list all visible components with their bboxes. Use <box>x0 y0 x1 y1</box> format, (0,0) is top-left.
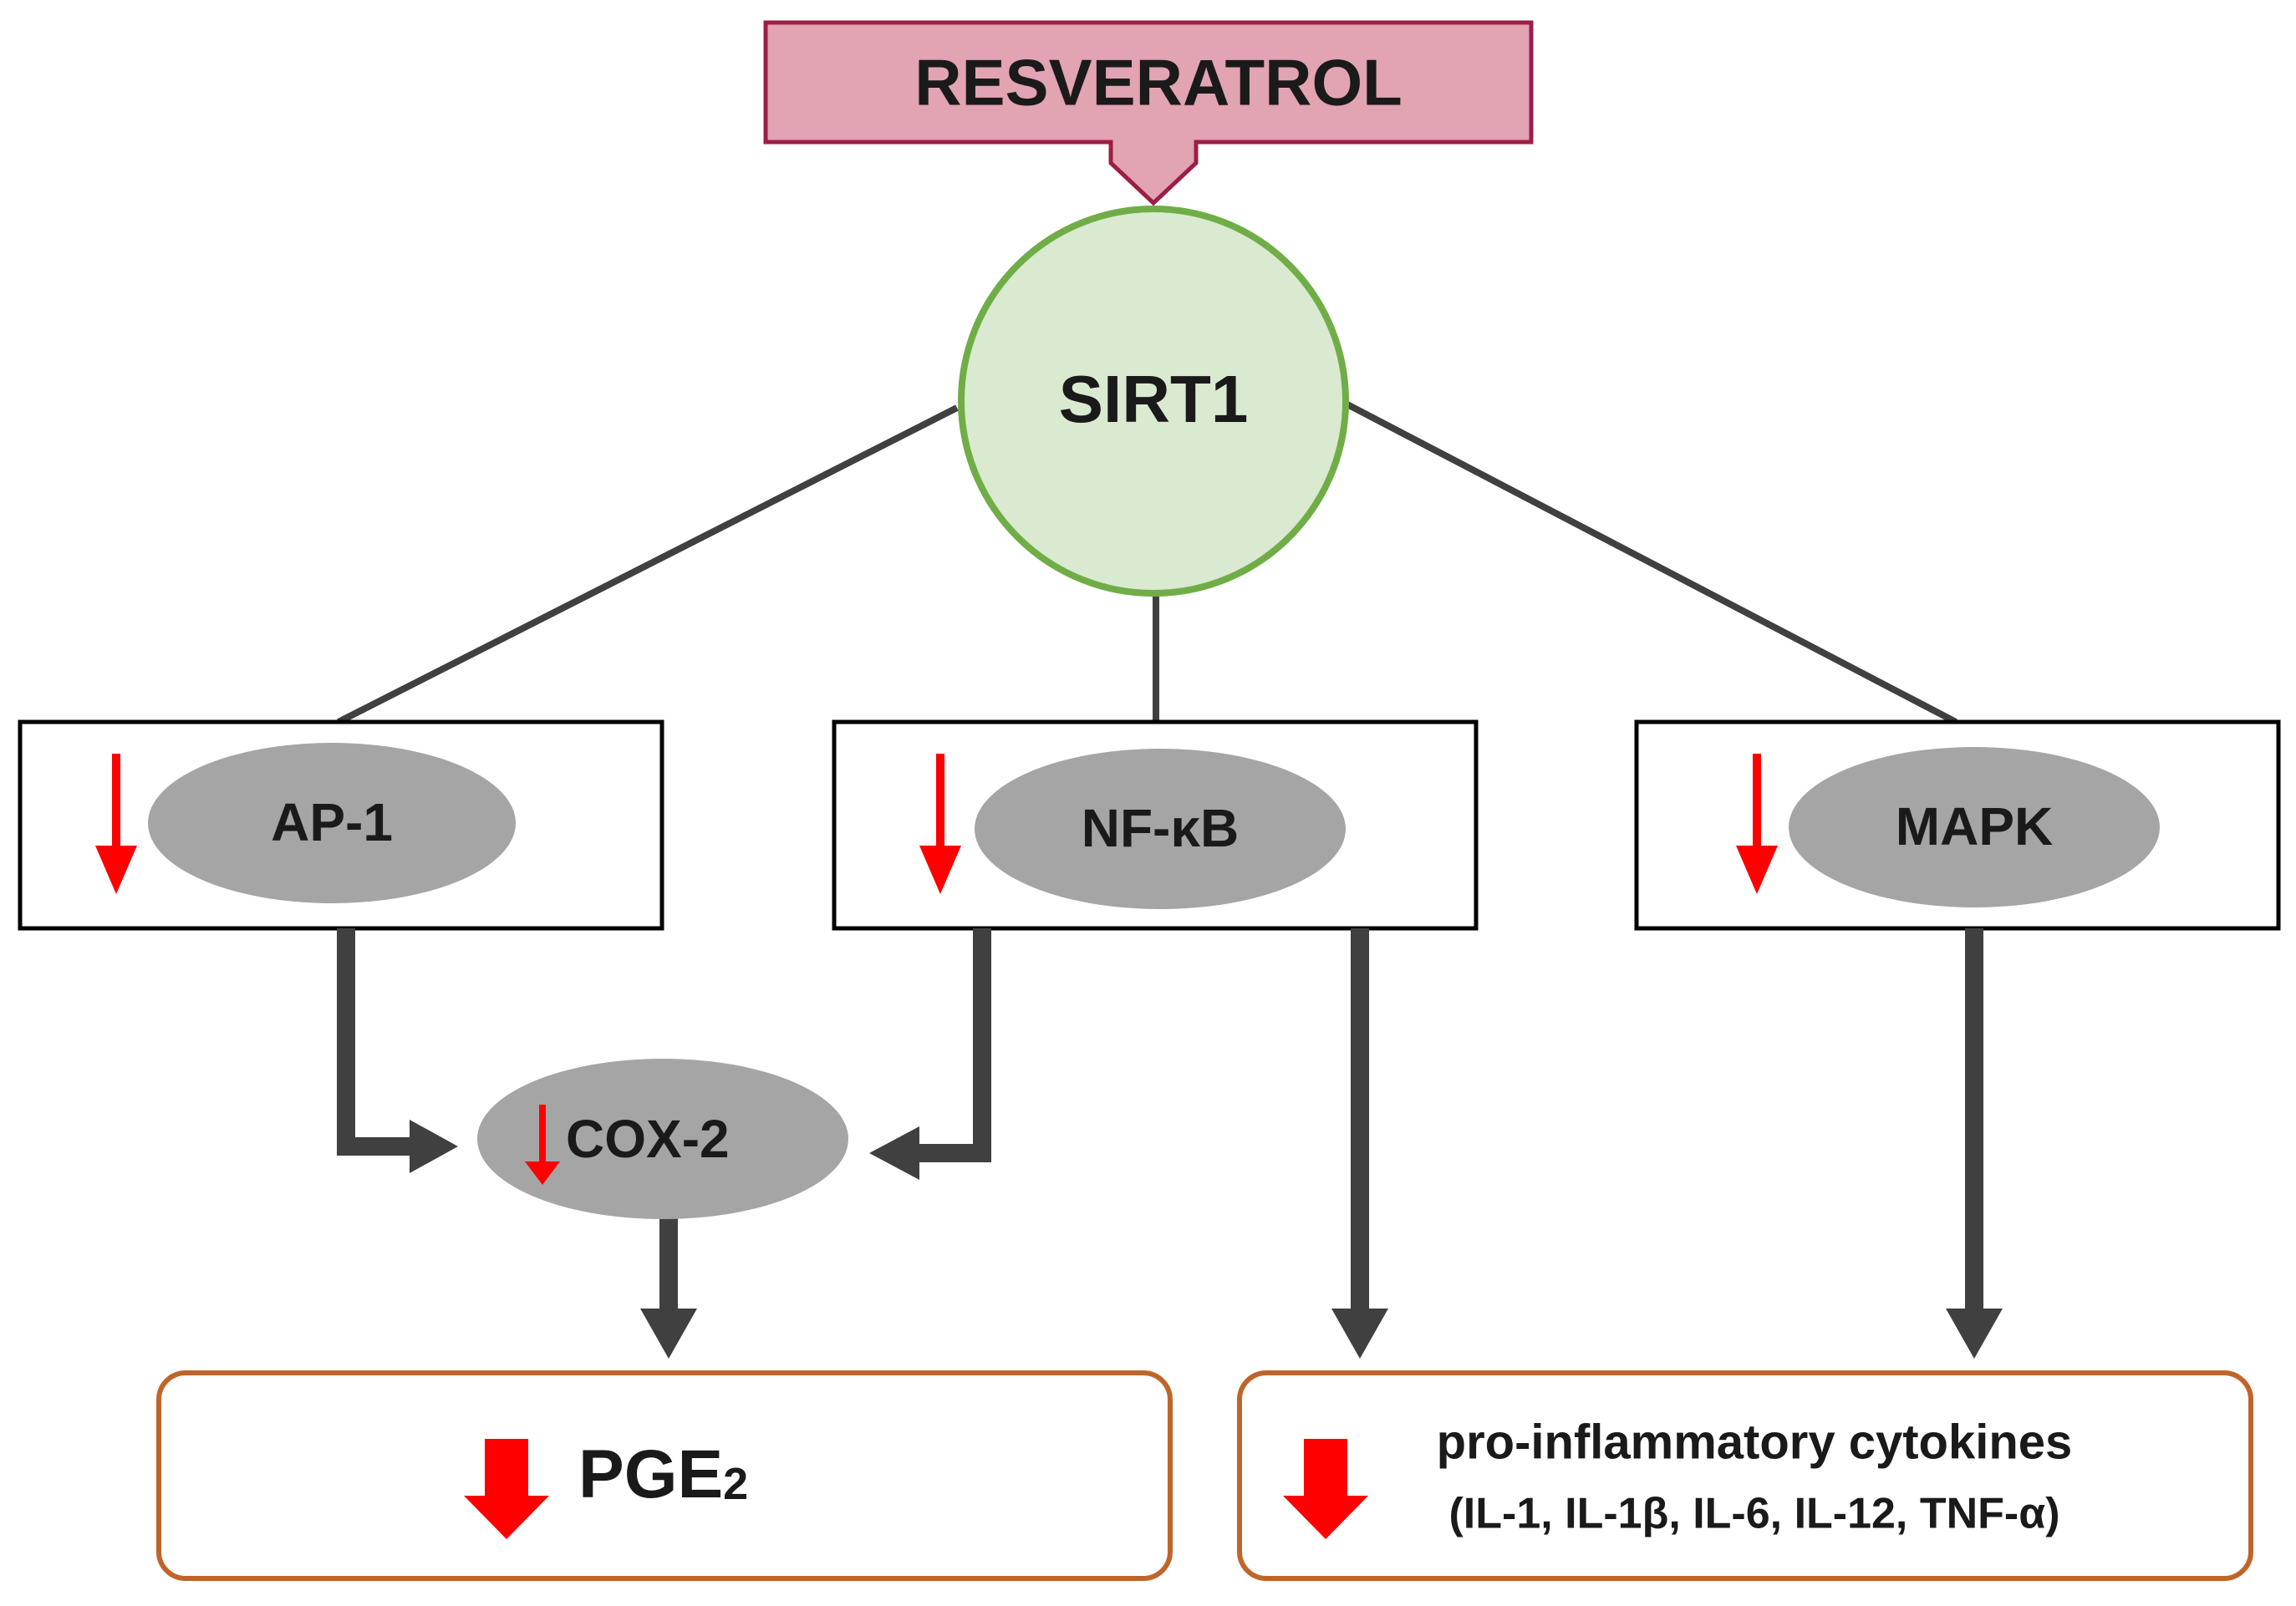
mapk-ellipse <box>1789 747 2160 907</box>
nfkb-box: NF-κB <box>832 719 1479 931</box>
down-arrow-icon <box>1283 1439 1368 1539</box>
connector-sirt1-mapk <box>1346 401 1957 725</box>
cytokines-title: pro-inflammatory cytokines <box>1437 1415 2073 1469</box>
nfkb-label: NF-κB <box>1082 798 1240 858</box>
arrowhead-right-icon <box>410 1120 458 1173</box>
ap1-box: AP-1 <box>18 719 664 931</box>
cox2-label: COX-2 <box>566 1109 730 1169</box>
resveratrol-node: RESVERATROL <box>763 20 1534 206</box>
nfkb-ellipse <box>975 749 1346 909</box>
block-down-arrow-icon <box>763 20 1534 206</box>
ap1-label: AP-1 <box>271 792 393 852</box>
resveratrol-label: RESVERATROL <box>914 46 1403 119</box>
cytokines-list: (IL-1, IL-1β, IL-6, IL-12, TNF-α) <box>1448 1490 2059 1538</box>
arrow-ap1-to-cox2 <box>337 928 410 1156</box>
pge2-outcome: PGE2 <box>156 1370 1173 1581</box>
cox2-ellipse <box>477 1059 848 1219</box>
flow-arrows <box>337 928 1983 1309</box>
arrowhead-down-icon <box>1331 1309 1388 1359</box>
arrowhead-down-icon <box>640 1309 697 1359</box>
pge2-base: PGE <box>578 1436 723 1512</box>
mapk-box: MAPK <box>1634 719 2281 931</box>
sirt1-node: SIRT1 <box>958 206 1349 597</box>
down-arrow-icon <box>1736 754 1778 894</box>
cox2-node: COX-2 <box>477 1059 848 1219</box>
arrow-nfkb-to-cox2 <box>919 928 991 1162</box>
arrowhead-left-icon <box>869 1126 919 1180</box>
flow-arrowheads <box>410 1120 2003 1359</box>
down-arrow-icon <box>525 1105 560 1185</box>
sirt1-label: SIRT1 <box>1059 362 1249 436</box>
cytokines-box-frame <box>1237 1370 2253 1581</box>
cytokines-outcome: pro-inflammatory cytokines (IL-1, IL-1β,… <box>1237 1370 2253 1581</box>
down-arrow-icon <box>464 1439 549 1539</box>
mapk-label: MAPK <box>1896 796 2053 856</box>
down-arrow-icon <box>95 754 137 894</box>
pge2-box-frame <box>156 1370 1173 1581</box>
arrowhead-down-icon <box>1946 1309 2003 1359</box>
connector-sirt1-ap1 <box>337 404 959 725</box>
sirt1-circle <box>958 206 1349 597</box>
ap1-ellipse <box>148 743 516 903</box>
sirt1-connectors <box>337 401 1957 725</box>
down-arrow-icon <box>919 754 961 894</box>
pge2-label: PGE2 <box>578 1436 748 1512</box>
pge2-subscript: 2 <box>723 1459 748 1509</box>
